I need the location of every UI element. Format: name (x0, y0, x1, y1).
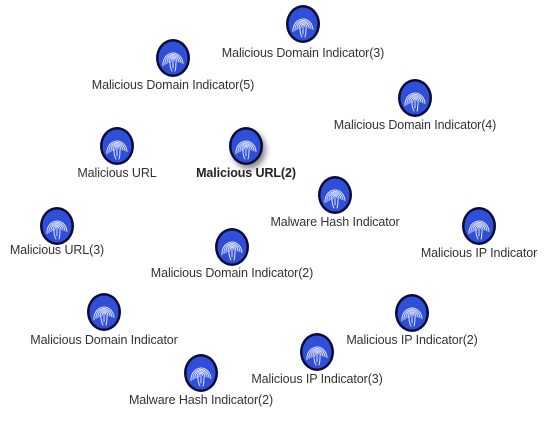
fingerprint-icon[interactable] (461, 206, 497, 246)
fingerprint-icon[interactable] (99, 126, 135, 166)
graph-node-label: Malware Hash Indicator(2) (128, 393, 274, 407)
fingerprint-icon[interactable] (285, 4, 321, 44)
graph-node-label: Malicious Domain Indicator(2) (150, 266, 314, 280)
graph-node-label: Malicious URL(2) (196, 166, 296, 180)
graph-node-label: Malicious Domain Indicator(5) (91, 78, 255, 92)
fingerprint-icon[interactable] (86, 292, 122, 332)
fingerprint-icon[interactable] (39, 206, 75, 246)
graph-node-label: Malware Hash Indicator (270, 215, 400, 229)
fingerprint-icon[interactable] (183, 353, 219, 393)
graph-node-label: Malicious IP Indicator(2) (346, 333, 478, 347)
graph-node-label: Malicious IP Indicator(3) (251, 372, 383, 386)
graph-node-label: Malicious URL(3) (9, 243, 105, 257)
fingerprint-icon[interactable] (397, 78, 433, 118)
graph-node-label: Malicious IP Indicator (420, 246, 538, 260)
graph-node-label: Malicious Domain Indicator (30, 333, 178, 347)
fingerprint-icon[interactable] (155, 38, 191, 78)
graph-node-label: Malicious URL (77, 166, 157, 180)
fingerprint-icon[interactable] (317, 175, 353, 215)
graph-node-label: Malicious Domain Indicator(4) (333, 118, 497, 132)
fingerprint-icon[interactable] (228, 126, 264, 166)
fingerprint-icon[interactable] (394, 293, 430, 333)
fingerprint-icon[interactable] (299, 332, 335, 372)
graph-node-label: Malicious Domain Indicator(3) (221, 46, 385, 60)
fingerprint-icon[interactable] (214, 227, 250, 267)
